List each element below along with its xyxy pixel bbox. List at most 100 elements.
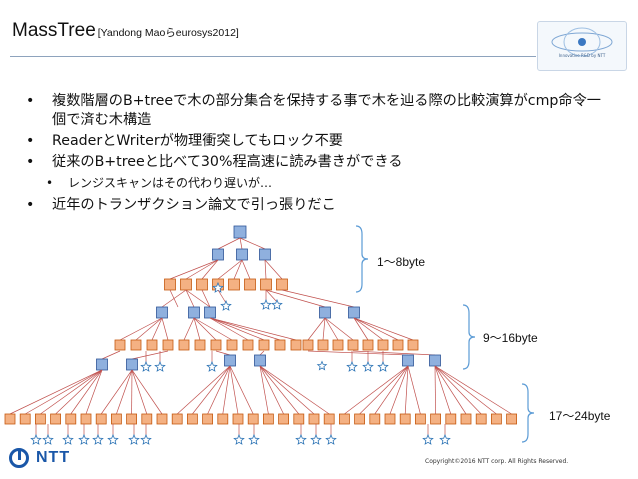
tree-node	[146, 339, 158, 351]
leaf-star-icon	[316, 360, 328, 371]
tree-edge	[359, 365, 409, 415]
leaf-star-icon	[248, 433, 260, 445]
tree-node	[254, 354, 266, 367]
tree-node	[210, 339, 222, 351]
leaf-star-icon	[295, 433, 307, 445]
tree-edge	[222, 365, 231, 415]
tree-node	[258, 339, 270, 351]
tree-edge	[151, 317, 163, 341]
title-divider	[10, 56, 536, 57]
tree-node	[429, 354, 441, 367]
leaf-star-icon	[128, 433, 140, 445]
ntt-brand-text: NTT	[36, 449, 71, 466]
leaf-star-icon	[62, 433, 74, 445]
tree-edge	[322, 317, 326, 341]
tree-edge	[217, 289, 227, 304]
tree-edge	[101, 350, 121, 360]
tree-node	[141, 413, 153, 425]
copyright-notice: Copyright©2016 NTT corp. All Rights Rese…	[425, 458, 569, 465]
tree-edge	[185, 289, 211, 308]
tree-edge	[324, 317, 339, 341]
tree-edge	[434, 365, 467, 415]
tree-edge	[209, 317, 249, 341]
tree-node	[232, 413, 244, 425]
tree-node	[392, 339, 404, 351]
tree-edge	[207, 365, 231, 415]
tree-node	[274, 339, 286, 351]
tree-edge	[239, 237, 266, 250]
tree-node	[194, 339, 206, 351]
logo-graphic	[551, 27, 613, 57]
leaf-star-icon	[422, 433, 434, 445]
leaf-star-icon	[206, 360, 218, 372]
tree-node	[377, 339, 389, 351]
tree-edge	[183, 317, 195, 341]
tree-edge	[193, 317, 201, 341]
tree-node	[278, 413, 290, 425]
sub-bullet-item: レンジスキャンはその代わり遅いが…	[22, 174, 612, 193]
tree-node	[276, 278, 288, 291]
tree-edge	[434, 365, 497, 415]
leaf-star-icon	[260, 298, 272, 310]
layer-brace	[521, 383, 535, 443]
tree-edge	[281, 289, 355, 308]
tree-node	[430, 413, 442, 425]
tree-edge	[265, 289, 278, 303]
tree-node	[212, 248, 224, 261]
tree-node	[399, 413, 411, 425]
tree-edge	[434, 365, 482, 415]
tree-edge	[70, 369, 103, 415]
tree-node	[260, 278, 272, 291]
tree-node	[188, 306, 200, 319]
leaf-star-icon	[154, 360, 166, 372]
tree-edge	[324, 317, 354, 341]
tree-node	[490, 413, 502, 425]
tree-node	[126, 413, 137, 425]
tree-node	[445, 413, 457, 425]
tree-node	[111, 413, 122, 425]
tree-edge	[9, 369, 103, 415]
layer-label-17-24byte: 17〜24byte	[549, 409, 611, 423]
layer-label-1-8byte: 1〜8byte	[377, 255, 426, 269]
tree-edge	[192, 365, 231, 415]
tree-node	[233, 225, 247, 239]
tree-node	[475, 413, 487, 425]
tree-node	[156, 413, 168, 425]
tree-node	[228, 278, 240, 291]
tree-edge	[209, 317, 297, 341]
tree-edge	[353, 317, 369, 341]
tree-node	[308, 413, 320, 425]
bullet-list: 複数階層のB+treeで木の部分集合を保持する事で木を辿る際の比較演算がcmp命…	[22, 92, 612, 217]
tree-edge	[100, 369, 133, 415]
tree-node	[338, 413, 350, 425]
leaf-star-icon	[107, 433, 119, 445]
tree-edge	[209, 317, 265, 341]
leaf-star-icon	[140, 433, 152, 445]
tree-node	[171, 413, 183, 425]
tree-edge	[259, 350, 265, 356]
layer-brace	[355, 225, 369, 293]
tree-node	[317, 339, 329, 351]
leaf-star-icon	[439, 433, 451, 445]
tree-node	[369, 413, 381, 425]
tree-edge	[119, 317, 163, 341]
bullet-item: 近年のトランザクション論文で引っ張りだこ	[22, 196, 612, 215]
tree-edge	[264, 259, 267, 280]
tree-node	[126, 358, 138, 371]
leaf-star-icon	[346, 360, 358, 372]
tree-edge	[259, 365, 300, 415]
tree-node	[247, 413, 259, 425]
tree-node	[244, 278, 256, 291]
tree-node	[226, 339, 238, 351]
tree-edge	[201, 289, 211, 308]
tree-node	[50, 413, 61, 425]
leaf-star-icon	[362, 360, 374, 372]
tree-node	[202, 413, 214, 425]
tree-node	[319, 306, 331, 319]
tree-edge	[116, 369, 133, 415]
tree-node	[293, 413, 305, 425]
tree-edge	[169, 259, 219, 280]
layer-label-9-16byte: 9〜16byte	[483, 331, 538, 345]
tree-edge	[434, 365, 452, 415]
tree-node	[156, 306, 168, 319]
